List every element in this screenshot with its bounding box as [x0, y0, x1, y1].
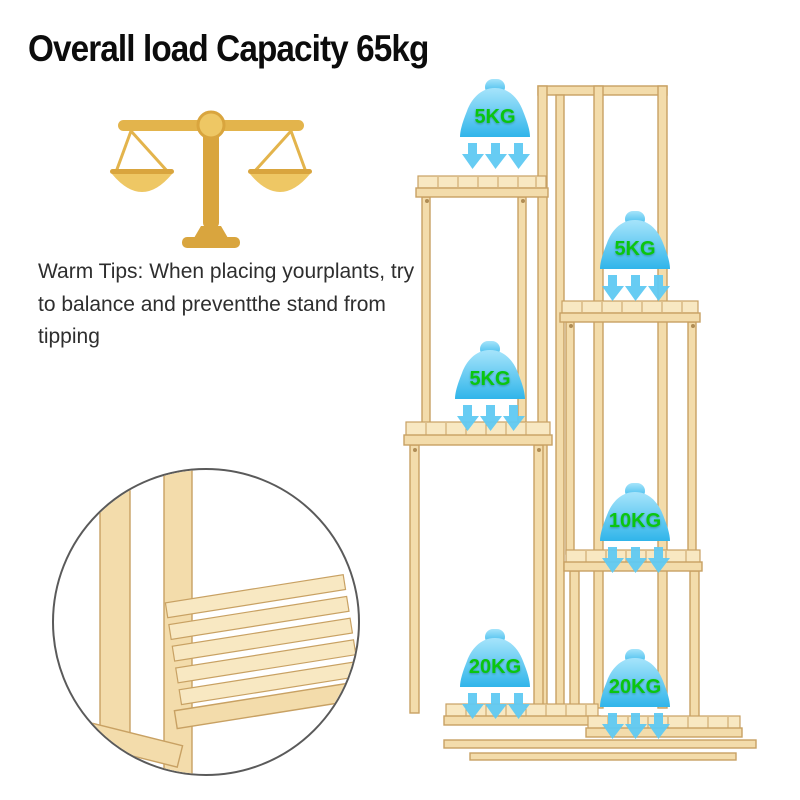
weight-label: 10KG [608, 510, 662, 532]
weight-badge-tier-1: 5KG [452, 78, 538, 202]
shelf-tier-1 [415, 175, 549, 428]
weight-badge-tier-3: 5KG [447, 340, 533, 464]
down-arrows-icon [602, 275, 670, 301]
down-arrows-icon [602, 713, 670, 739]
down-arrows-icon [462, 143, 530, 169]
weight-badge-tier-5: 20KG [452, 628, 538, 752]
shelf-tier-2 [559, 300, 701, 555]
slatted-shelf-closeup [164, 573, 358, 730]
weight-label: 20KG [468, 656, 522, 678]
weight-badge-tier-4: 10KG [592, 482, 678, 606]
shelf-closeup-image [54, 470, 358, 774]
down-arrows-icon [457, 405, 525, 431]
down-arrows-icon [602, 547, 670, 573]
weight-label: 5KG [474, 106, 516, 128]
weight-label: 5KG [469, 368, 511, 390]
down-arrows-icon [462, 693, 530, 719]
weight-badge-tier-2: 5KG [592, 210, 678, 334]
page-title: Overall load Capacity 65kg [28, 28, 429, 69]
zoom-detail-circle [52, 468, 360, 776]
balance-scale-icon [110, 110, 312, 248]
weight-label: 20KG [608, 676, 662, 698]
weight-badge-tier-6: 20KG [592, 648, 678, 772]
stand-tower [537, 85, 668, 709]
weight-label: 5KG [614, 238, 656, 260]
warm-tips-text: Warm Tips: When placing yourplants, try … [38, 260, 415, 349]
